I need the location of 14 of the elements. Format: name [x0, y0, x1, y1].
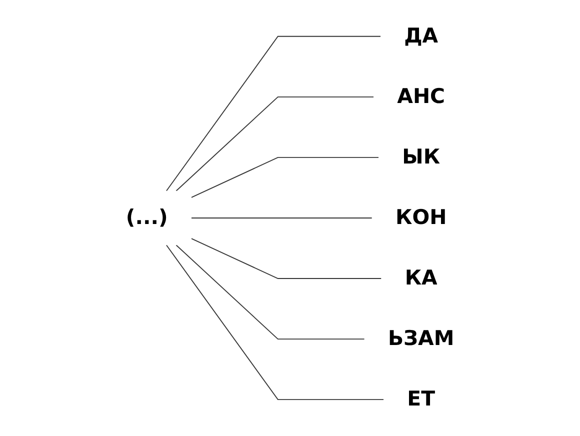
node-text: ЬЗАМ	[388, 326, 454, 350]
node-text: ЫК	[402, 145, 440, 169]
connector	[190, 238, 382, 279]
node-text: ЕТ	[407, 387, 435, 411]
connector	[190, 157, 379, 198]
connector	[166, 36, 381, 192]
connector	[166, 244, 384, 400]
connector	[176, 244, 365, 340]
node-text: КА	[404, 266, 438, 290]
node-text: (...)	[126, 206, 168, 230]
connector	[176, 96, 374, 192]
node-text: АНС	[397, 84, 446, 108]
node-text: ДА	[404, 24, 438, 48]
node-text: КОН	[395, 206, 447, 230]
